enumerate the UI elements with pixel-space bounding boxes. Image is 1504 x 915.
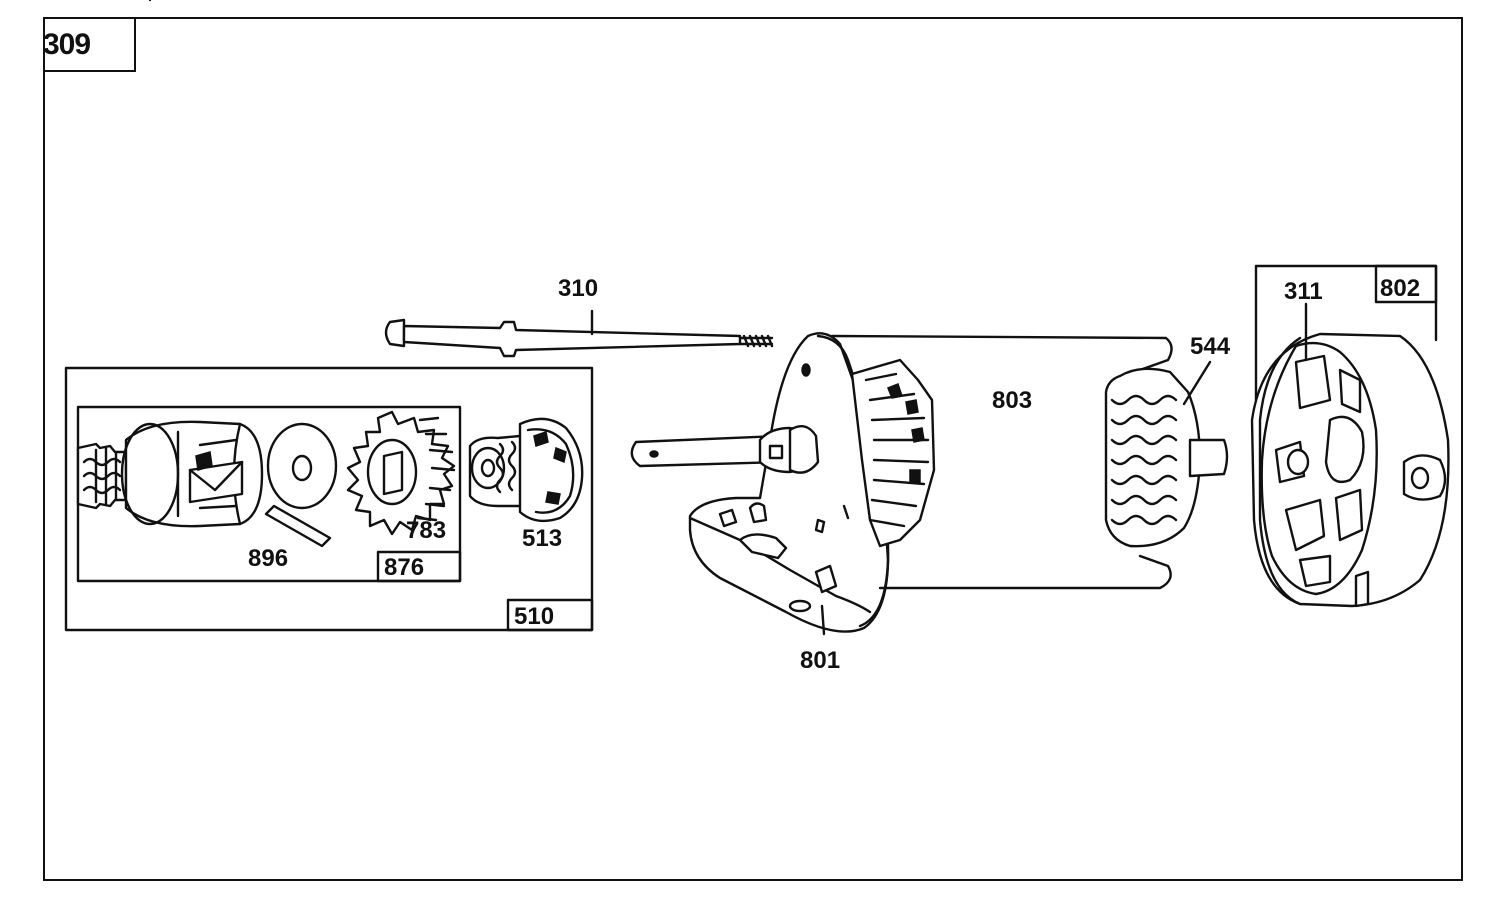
callout-510: 510 — [514, 603, 554, 630]
callout-876: 876 — [384, 554, 424, 581]
roll-pin-part — [148, 0, 332, 548]
callout-544: 544 — [1190, 333, 1231, 360]
callout-896: 896 — [248, 545, 288, 572]
callout-310: 310 — [558, 275, 598, 302]
figure-number: 309 — [43, 17, 136, 72]
washer-part — [266, 422, 338, 510]
callout-513: 513 — [522, 525, 562, 552]
motor-housing-part — [830, 334, 1173, 590]
callout-803: 803 — [992, 387, 1032, 414]
drive-end-cap-part — [630, 332, 936, 636]
pinion-gear-part — [346, 410, 456, 536]
nut-assembly-part — [468, 417, 584, 523]
armature-part — [1104, 360, 1229, 548]
end-cap-part — [1250, 302, 1450, 608]
end-cap-box-802 — [1254, 264, 1438, 402]
callout-783: 783 — [406, 517, 446, 544]
callout-311: 311 — [1284, 278, 1323, 305]
drive-sleeve-part — [76, 420, 264, 528]
callout-801: 801 — [800, 647, 840, 674]
through-bolt-part — [384, 309, 774, 358]
callout-802: 802 — [1380, 275, 1420, 302]
drive-kit-box-510 — [64, 366, 594, 632]
